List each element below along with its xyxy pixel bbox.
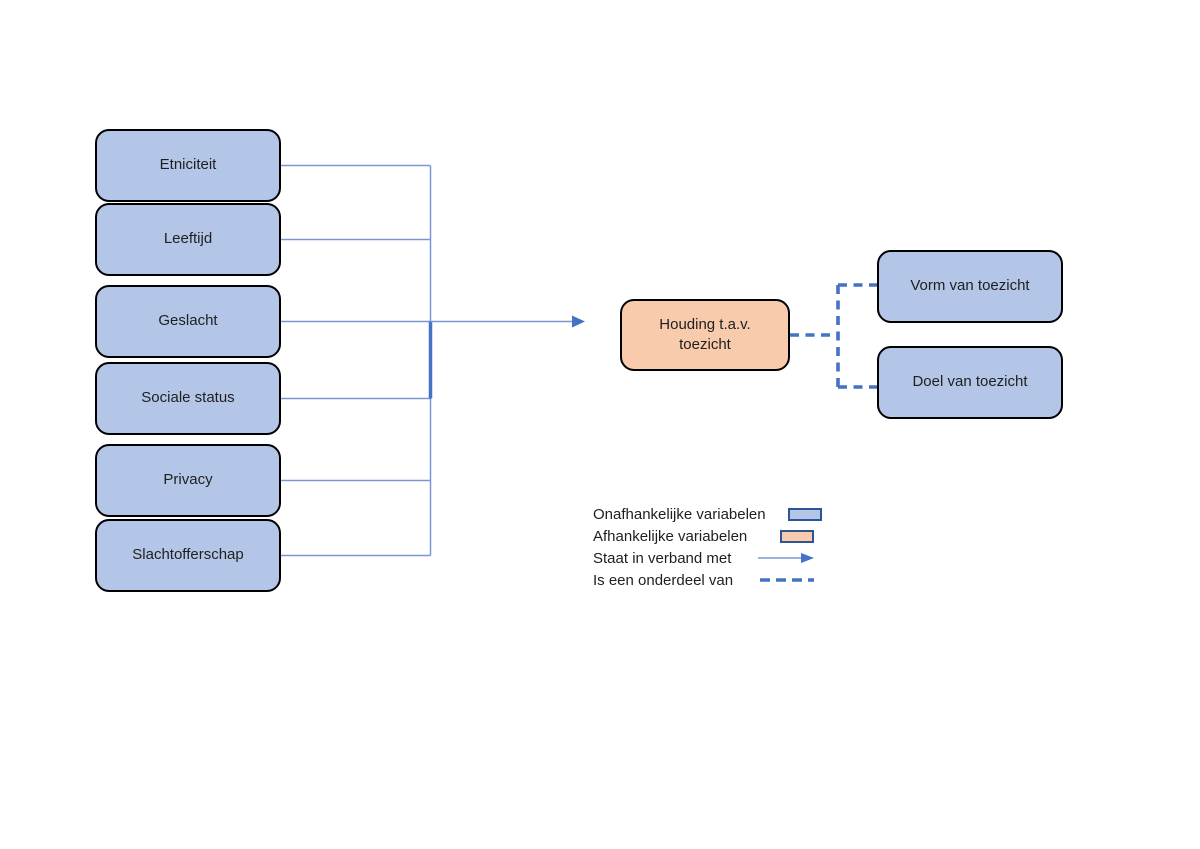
legend-row-relation: Staat in verband met bbox=[593, 547, 814, 569]
component-box-vorm-van-toezicht: Vorm van toezicht bbox=[877, 250, 1063, 323]
legend-label-relation: Staat in verband met bbox=[593, 549, 732, 567]
solid-arrow-icon bbox=[758, 551, 814, 565]
independent-box-privacy: Privacy bbox=[95, 444, 281, 517]
dependent-box-houding-tav-toezicht: Houding t.a.v. toezicht bbox=[620, 299, 790, 371]
independent-box-sociale-status: Sociale status bbox=[95, 362, 281, 435]
independent-box-slachtofferschap: Slachtofferschap bbox=[95, 519, 281, 592]
independent-swatch-icon bbox=[766, 507, 822, 521]
legend-label-dependent: Afhankelijke variabelen bbox=[593, 527, 748, 545]
legend-label-independent: Onafhankelijke variabelen bbox=[593, 505, 766, 523]
relation-arrow-head bbox=[572, 315, 585, 328]
dashed-line-icon bbox=[758, 573, 814, 587]
dependent-swatch-icon bbox=[758, 529, 814, 543]
legend-row-independent: Onafhankelijke variabelen bbox=[593, 503, 822, 525]
independent-box-etniciteit: Etniciteit bbox=[95, 129, 281, 202]
component-box-doel-van-toezicht: Doel van toezicht bbox=[877, 346, 1063, 419]
independent-box-geslacht: Geslacht bbox=[95, 285, 281, 358]
legend-row-part-of: Is een onderdeel van bbox=[593, 569, 814, 591]
legend-row-dependent: Afhankelijke variabelen bbox=[593, 525, 814, 547]
legend-label-part-of: Is een onderdeel van bbox=[593, 571, 734, 589]
independent-box-leeftijd: Leeftijd bbox=[95, 203, 281, 276]
legend: Onafhankelijke variabelen Afhankelijke v… bbox=[593, 503, 822, 591]
